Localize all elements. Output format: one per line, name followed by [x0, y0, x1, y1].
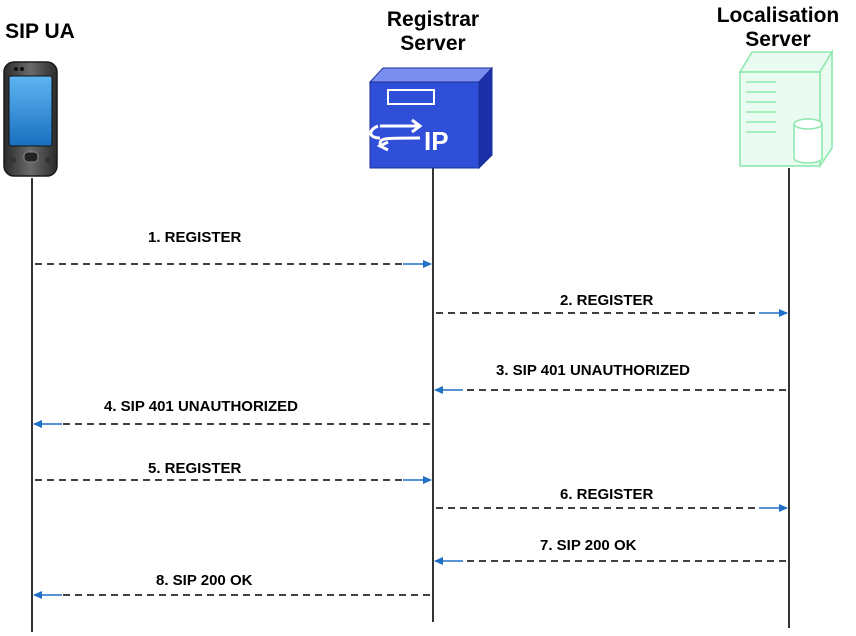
message-6-arrow-head [779, 504, 788, 512]
message-5-label: 5. REGISTER [148, 460, 242, 477]
actor-title-registrar-server: Registrar Server [386, 8, 480, 55]
message-1-label: 1. REGISTER [148, 229, 242, 246]
message-8-label: 8. SIP 200 OK [156, 572, 253, 589]
actor-title-sip-ua: SIP UA [5, 20, 75, 43]
message-arrow-6 [436, 504, 788, 512]
message-1-arrow-head [423, 260, 432, 268]
message-5-arrow-head [423, 476, 432, 484]
database-server-icon [738, 49, 834, 169]
message-arrow-8 [33, 591, 430, 599]
messages-layer [33, 260, 788, 599]
sip-server-icon: IP [368, 66, 494, 170]
message-6-label: 6. REGISTER [560, 486, 654, 503]
message-4-label: 4. SIP 401 UNAUTHORIZED [104, 398, 298, 415]
message-7-arrow-head [434, 557, 443, 565]
message-2-arrow-head [779, 309, 788, 317]
message-4-arrow-head [33, 420, 42, 428]
message-arrow-5 [35, 476, 432, 484]
message-2-label: 2. REGISTER [560, 292, 654, 309]
sip-server-icon-text: IP [424, 126, 449, 156]
message-arrow-2 [436, 309, 788, 317]
actor-title-localisation-server: Localisation Server [716, 4, 840, 51]
message-arrow-3 [434, 386, 786, 394]
message-8-arrow-head [33, 591, 42, 599]
message-arrow-4 [33, 420, 430, 428]
mobile-phone-icon [3, 61, 58, 177]
message-arrow-1 [35, 260, 432, 268]
message-3-label: 3. SIP 401 UNAUTHORIZED [496, 362, 690, 379]
message-7-label: 7. SIP 200 OK [540, 537, 637, 554]
message-3-arrow-head [434, 386, 443, 394]
message-arrow-7 [434, 557, 786, 565]
